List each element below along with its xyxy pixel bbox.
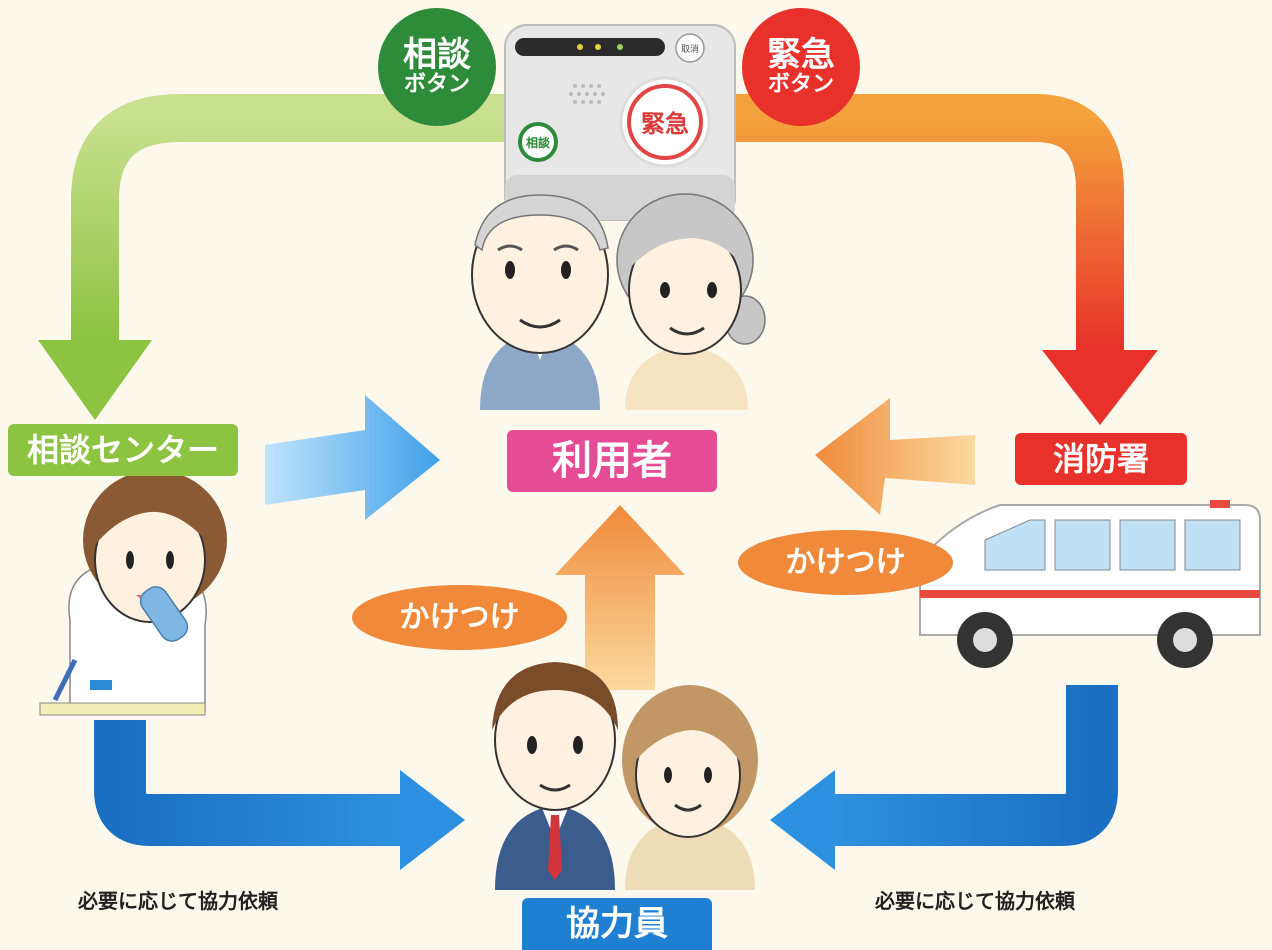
emergency-badge-line2: ボタン — [767, 72, 834, 98]
emergency-flow-arrow — [715, 94, 1158, 425]
consult-badge-line1: 相談 — [403, 34, 471, 75]
fire-request-arrow — [770, 685, 1118, 870]
center-to-user-arrow — [265, 395, 440, 520]
consult-center-label: 相談センター — [8, 424, 238, 476]
cooperator-label: 協力員 — [522, 898, 712, 950]
elderly-woman-illustration — [616, 193, 766, 410]
cooperator-man-illustration — [492, 662, 618, 890]
cooperator-woman-illustration — [622, 685, 758, 890]
consult-button-badge: 相談 ボタン — [378, 8, 496, 126]
user-label: 利用者 — [507, 430, 717, 492]
ambulance-illustration — [919, 500, 1261, 668]
fire-request-note: 必要に応じて協力依頼 — [875, 889, 1075, 913]
emergency-button-badge: 緊急 ボタン — [742, 8, 860, 126]
center-request-arrow — [94, 720, 465, 870]
consult-flow-arrow — [38, 94, 510, 420]
elderly-man-illustration — [471, 194, 609, 410]
fire-station-label: 消防署 — [1015, 433, 1187, 485]
device-consult-label: 相談 — [526, 135, 551, 150]
fire-rush-arrow — [815, 398, 975, 515]
cooperator-rush-arrow — [555, 505, 685, 690]
cooperator-rush-label: かけつけ — [352, 585, 567, 650]
speaker-grille — [569, 84, 605, 104]
device-cancel-label: 取消 — [681, 43, 699, 55]
fire-rush-label: かけつけ — [738, 530, 953, 595]
emergency-call-device — [504, 24, 736, 221]
operator-illustration — [39, 470, 227, 716]
consult-badge-line2: ボタン — [403, 72, 470, 98]
center-request-note: 必要に応じて協力依頼 — [78, 889, 278, 913]
device-emergency-label: 緊急 — [641, 110, 689, 138]
emergency-badge-line1: 緊急 — [767, 34, 835, 75]
